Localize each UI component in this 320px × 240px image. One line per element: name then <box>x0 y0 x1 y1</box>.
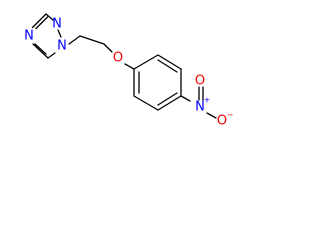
bond-ch2-ch2 <box>79 35 105 45</box>
bond-n2-n1 <box>57 29 62 38</box>
atom-n1: N <box>57 39 67 54</box>
benzene-ring <box>133 54 182 111</box>
bond-ar-4-5 <box>157 95 182 111</box>
nitro-minus-charge: − <box>227 111 234 120</box>
atom-o-nitro-top: O <box>195 74 205 89</box>
bond-ar-n-nitro <box>180 95 191 102</box>
bond-n1-c5 <box>47 52 56 59</box>
atom-n2: N <box>52 17 62 32</box>
triazole-ring <box>31 13 62 59</box>
atom-n4: N <box>24 29 34 44</box>
molecule-structure: N N N O N + O O − <box>24 13 234 129</box>
ethyl-linker <box>68 35 113 53</box>
bond-ar-5-6 <box>133 95 159 111</box>
bond-n1-ch2 <box>68 35 81 45</box>
bond-ar-2-3 <box>157 54 182 70</box>
bond-c5-n4-double <box>34 43 47 55</box>
bond-o-aryl <box>124 63 135 70</box>
bond-ch2-o <box>103 43 113 53</box>
bond-n-o-bottom <box>206 112 217 119</box>
bond-ar-2-3-inner <box>157 59 178 73</box>
bond-n4-c3 <box>31 13 47 29</box>
bond-c5-n4 <box>32 43 49 59</box>
nitro-group <box>180 86 217 119</box>
nitro-plus-charge: + <box>204 96 211 105</box>
bond-c3-n2 <box>45 13 54 21</box>
atom-o-nitro-bottom: O <box>217 114 227 129</box>
bond-ar-1-2 <box>133 54 159 70</box>
bond-ar-4-5-inner <box>157 92 178 106</box>
molecule-diagram: N N N O N + O O − <box>0 0 244 144</box>
atom-o-ether: O <box>113 51 123 66</box>
bond-n4-c3-double <box>35 16 49 30</box>
atom-n-nitro: N <box>195 100 205 115</box>
